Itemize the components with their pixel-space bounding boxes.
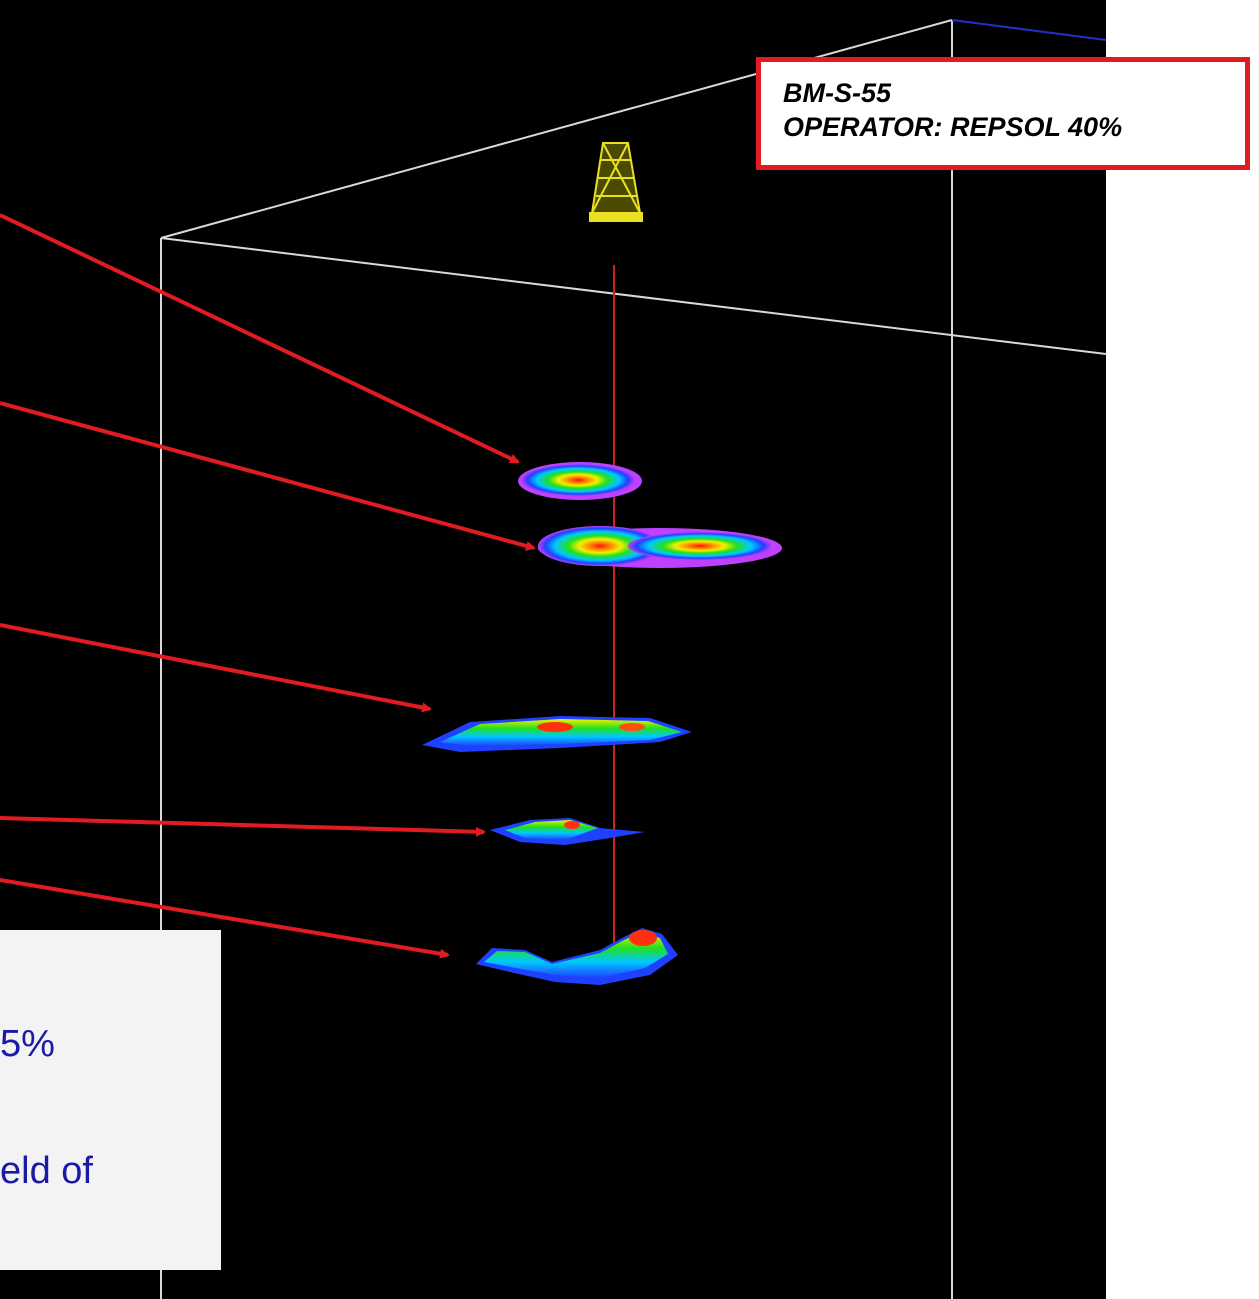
arrow-horizon-1 — [0, 213, 520, 464]
horizon-5 — [476, 928, 678, 985]
operator-text: OPERATOR: REPSOL 40% — [783, 112, 1123, 142]
cube-edge-top-left — [160, 19, 953, 239]
info-text-line-1: 5% — [0, 1023, 55, 1065]
drilling-rig-icon — [589, 142, 643, 222]
cube-edge-blue — [951, 19, 1107, 41]
block-name: BM-S-55 — [783, 78, 892, 108]
horizon-4 — [490, 818, 645, 845]
arrow-horizon-5 — [0, 878, 450, 959]
well-label-box: BM-S-55 OPERATOR: REPSOL 40% — [756, 57, 1250, 170]
horizon-3 — [422, 716, 692, 752]
arrow-horizon-3 — [0, 623, 432, 713]
info-text-line-2: eld of — [0, 1150, 93, 1192]
horizon-2 — [538, 526, 782, 568]
cube-edge-top-front — [160, 237, 1107, 355]
info-panel: 5% eld of — [0, 930, 221, 1270]
callout-arrows — [0, 213, 536, 959]
horizon-1 — [518, 462, 642, 500]
arrow-horizon-2 — [0, 401, 536, 551]
arrow-horizon-4 — [0, 816, 486, 837]
